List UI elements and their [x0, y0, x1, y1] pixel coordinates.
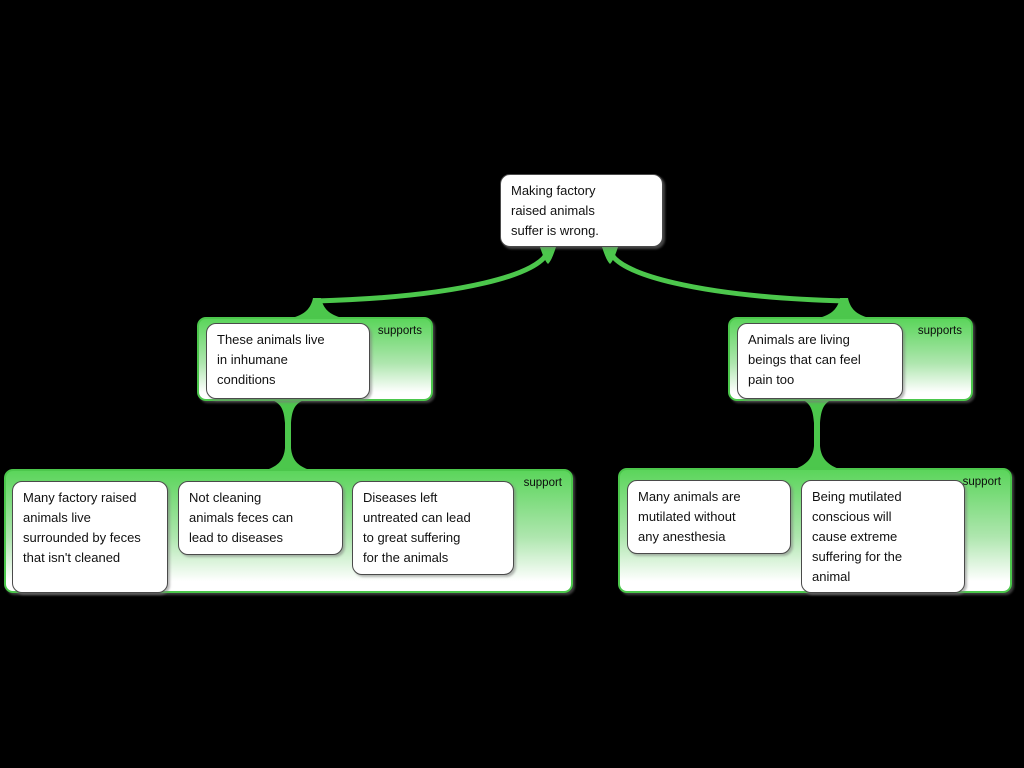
premise-node-mutilated-conscious[interactable]: Being mutilated conscious will cause ext… [801, 480, 965, 593]
supports-group-right-label: supports [917, 325, 962, 337]
premise-text: Being mutilated conscious will cause ext… [812, 489, 903, 584]
connector-trumpet-left [291, 298, 343, 318]
support-group-bottom-left[interactable]: support Many factory raised animals live… [4, 469, 573, 593]
premise-node-feces-not-cleaned[interactable]: Many factory raised animals live surroun… [12, 481, 168, 593]
reason-text: Animals are living beings that can feel … [748, 332, 861, 387]
support-group-bottom-left-label: support [523, 477, 562, 489]
connector-trumpet-right [818, 298, 870, 318]
premise-text: Not cleaning animals feces can lead to d… [189, 490, 294, 545]
premise-text: Many animals are mutilated without any a… [638, 489, 741, 544]
claim-text: Making factory raised animals suffer is … [511, 183, 599, 238]
premise-node-mutilated-no-anesthesia[interactable]: Many animals are mutilated without any a… [627, 480, 791, 554]
connector-vertical-right [795, 400, 839, 469]
connector-curve-left [313, 247, 551, 304]
premise-node-diseases-untreated[interactable]: Diseases left untreated can lead to grea… [352, 481, 514, 575]
reason-text: These animals live in inhumane condition… [217, 332, 325, 387]
supports-group-right[interactable]: supports Animals are living beings that … [728, 317, 973, 401]
connector-curve-right [607, 247, 848, 304]
connector-vertical-left [266, 400, 310, 470]
support-group-bottom-right-label: support [962, 476, 1001, 488]
premise-node-not-cleaning-diseases[interactable]: Not cleaning animals feces can lead to d… [178, 481, 343, 555]
reason-node-inhumane-conditions[interactable]: These animals live in inhumane condition… [206, 323, 370, 399]
supports-group-left[interactable]: supports These animals live in inhumane … [197, 317, 433, 401]
premise-text: Many factory raised animals live surroun… [23, 490, 141, 565]
premise-text: Diseases left untreated can lead to grea… [363, 490, 471, 565]
support-group-bottom-right[interactable]: support Many animals are mutilated witho… [618, 468, 1012, 593]
reason-node-living-beings[interactable]: Animals are living beings that can feel … [737, 323, 903, 399]
claim-node[interactable]: Making factory raised animals suffer is … [500, 174, 663, 247]
supports-group-left-label: supports [377, 325, 422, 337]
